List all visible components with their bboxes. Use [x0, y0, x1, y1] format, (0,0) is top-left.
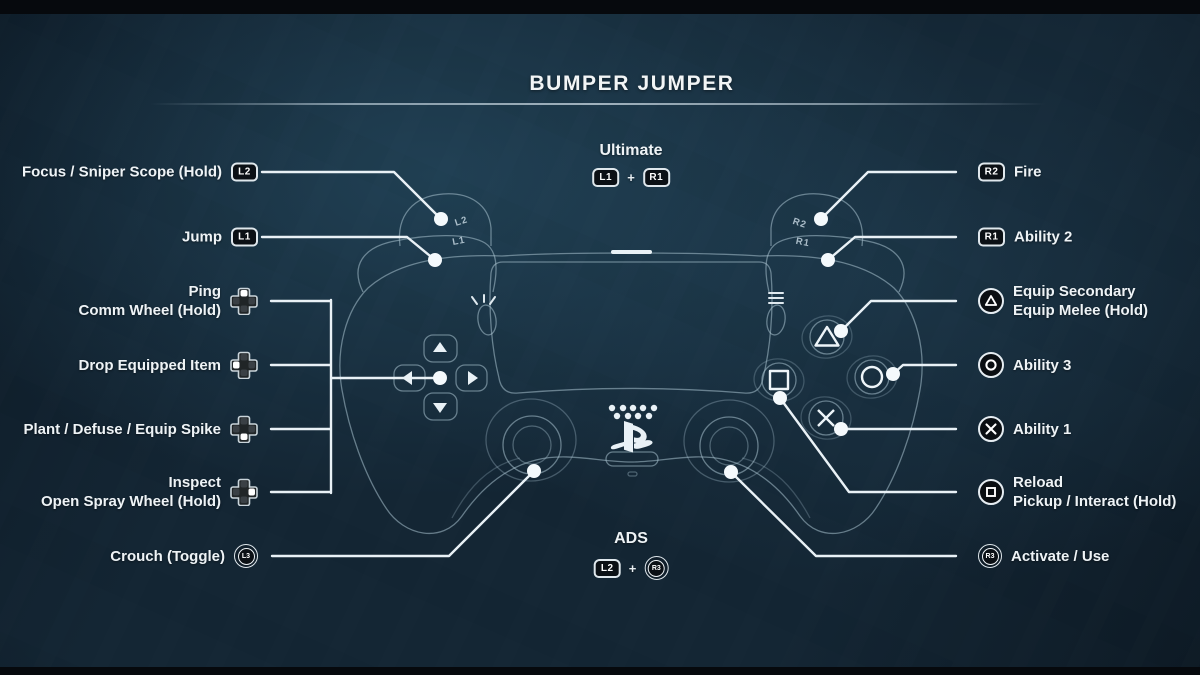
mapping-row-jump: Jump L1	[0, 227, 258, 247]
mapping-row-fire: R2 Fire	[978, 162, 1042, 182]
mapping-label: Drop Equipped Item	[78, 356, 222, 374]
leader-lines	[260, 170, 958, 558]
plus-sign: +	[627, 170, 635, 185]
dpad-up-icon	[230, 287, 258, 315]
trigger-labels: L2 L1 R2 R1	[451, 214, 810, 249]
dpad-down-icon	[230, 415, 258, 443]
mapping-row-focus-sniper: Focus / Sniper Scope (Hold) L2	[0, 162, 258, 182]
l2-button-badge: L2	[231, 162, 258, 182]
cross-button-icon	[978, 416, 1004, 442]
svg-text:R2: R2	[791, 216, 808, 231]
l3-stick-badge: L3	[234, 544, 258, 568]
r1-button-badge: R1	[642, 168, 670, 187]
l1-button-badge: L1	[592, 168, 620, 187]
mapping-row-spike: Plant / Defuse / Equip Spike	[0, 415, 258, 443]
mic-holes	[608, 404, 658, 420]
playstation-logo	[610, 421, 653, 453]
plus-sign: +	[628, 560, 637, 576]
circle-button-icon	[978, 352, 1004, 378]
dpad-left-icon	[230, 351, 258, 379]
combo-ads: ADS L2 + R3	[593, 530, 669, 580]
page-title: BUMPER JUMPER	[529, 72, 735, 95]
l2-button-badge: L2	[593, 558, 621, 578]
combo-label: Ultimate	[599, 142, 663, 159]
mapping-label: Fire	[1014, 163, 1042, 181]
mapping-label: Ability 1	[1013, 420, 1072, 438]
mapping-row-ability-2: R1 Ability 2	[978, 227, 1073, 247]
mapping-row-ability-3: Ability 3	[978, 352, 1071, 378]
mapping-label: Focus / Sniper Scope (Hold)	[21, 163, 222, 181]
triangle-button-icon	[978, 288, 1004, 314]
r3-stick-badge: R3	[978, 544, 1002, 568]
r1-button-badge: R1	[978, 227, 1005, 247]
mapping-row-drop-item: Drop Equipped Item	[0, 351, 258, 379]
mapping-label: Jump	[181, 228, 222, 246]
svg-text:L1: L1	[451, 235, 466, 248]
mapping-label: Crouch (Toggle)	[110, 547, 225, 565]
mapping-label: Activate / Use	[1011, 547, 1110, 565]
letterbox-top	[0, 0, 1200, 14]
controller-outline	[339, 193, 923, 535]
mapping-row-crouch: Crouch (Toggle) L3	[0, 544, 258, 568]
r3-stick-badge: R3	[644, 556, 669, 580]
controller-details	[402, 250, 884, 453]
title-separator	[150, 103, 1046, 105]
svg-text:R1: R1	[795, 236, 811, 249]
face-button-glyphs	[768, 325, 884, 427]
mapping-label: Ability 3	[1013, 356, 1072, 374]
letterbox-bottom	[0, 667, 1200, 675]
dpad-right-icon	[230, 478, 258, 506]
mapping-row-ability-1: Ability 1	[978, 416, 1071, 442]
combo-label: ADS	[614, 530, 648, 547]
combo-ultimate: Ultimate L1 + R1	[592, 142, 670, 187]
square-button-icon	[978, 479, 1004, 505]
svg-text:L2: L2	[454, 214, 470, 229]
mapping-label: Ability 2	[1014, 228, 1073, 246]
mapping-label: Plant / Defuse / Equip Spike	[23, 420, 221, 438]
r2-button-badge: R2	[978, 162, 1005, 182]
leader-dots	[428, 212, 900, 479]
l1-button-badge: L1	[231, 227, 258, 247]
mapping-row-activate-use: R3 Activate / Use	[978, 544, 1109, 568]
